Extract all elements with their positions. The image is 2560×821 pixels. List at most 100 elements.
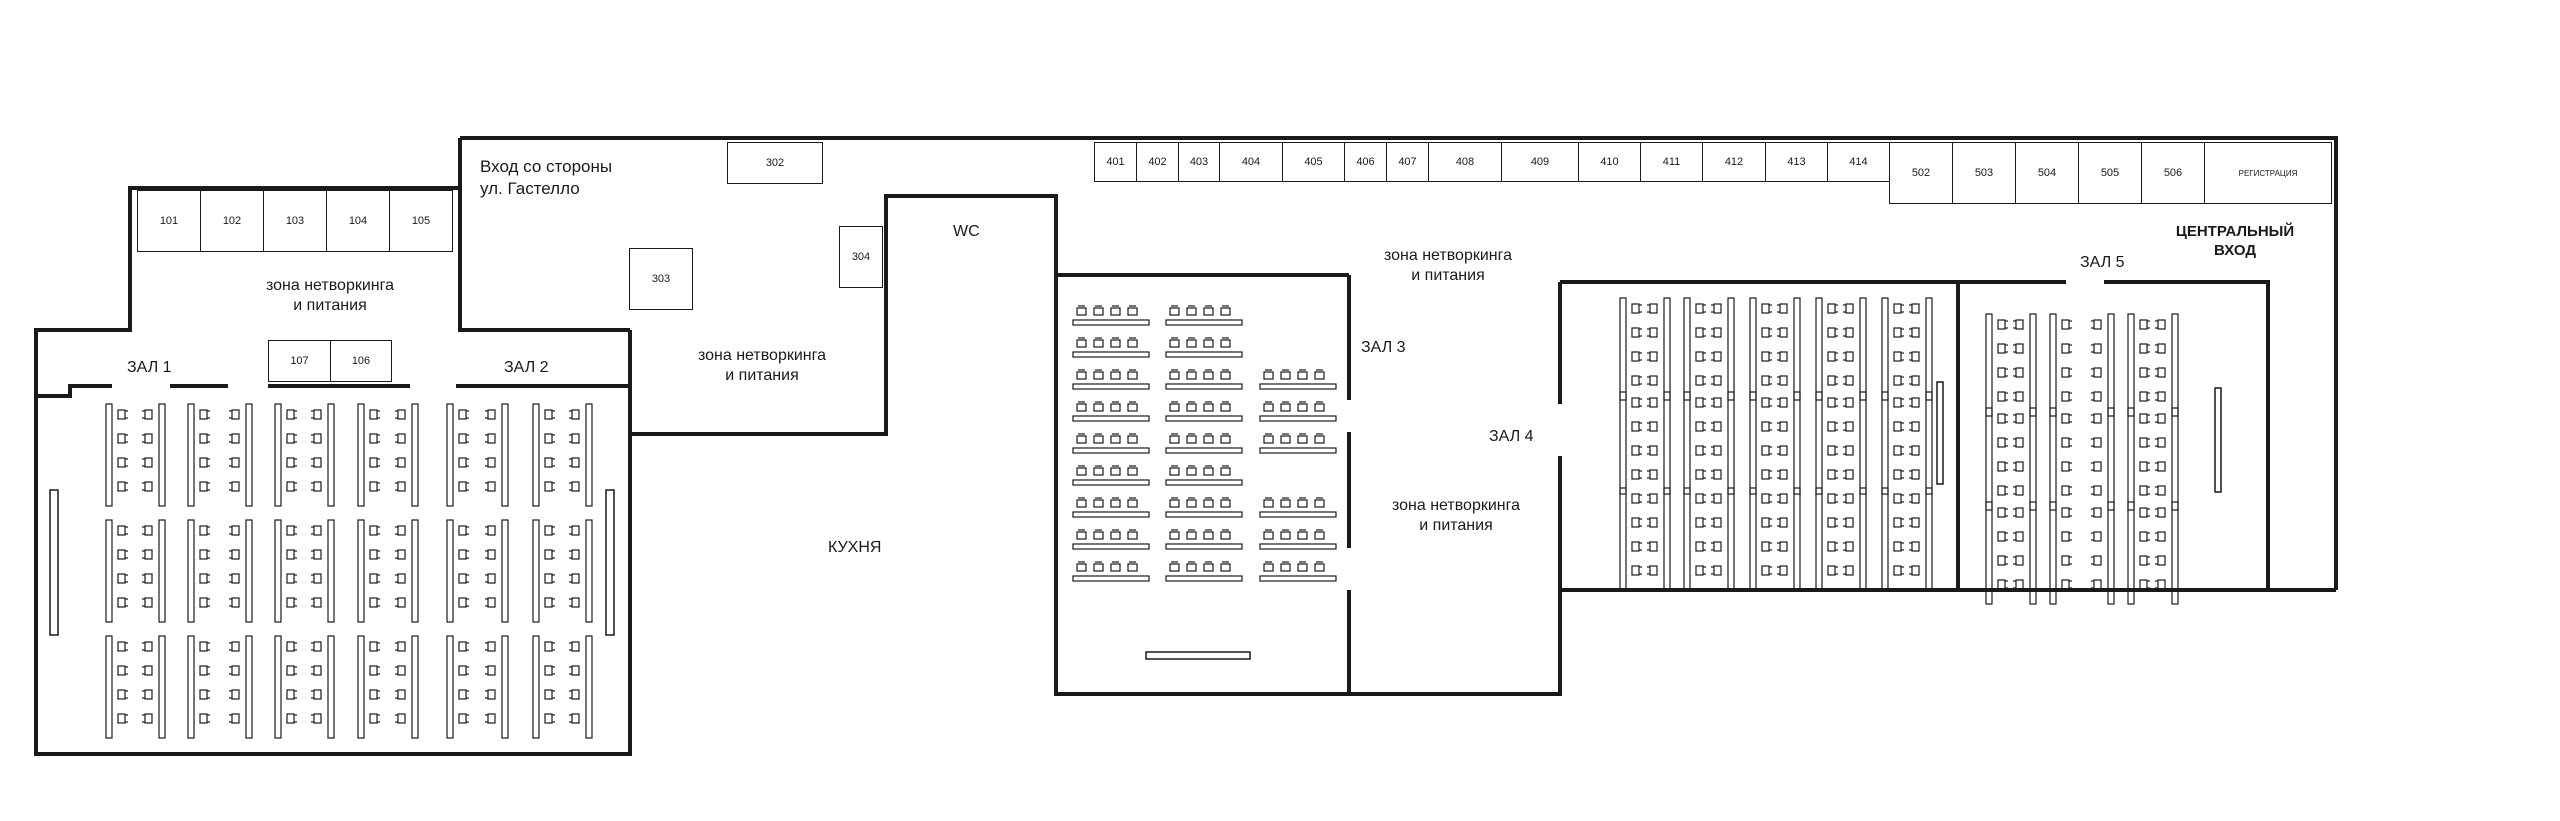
- desk: [1985, 407, 1993, 511]
- hall-5-label: ЗАЛ 5: [2080, 254, 2125, 271]
- chair: [1220, 499, 1231, 508]
- chair: [199, 525, 208, 536]
- chair: [571, 525, 580, 536]
- chair: [2093, 437, 2102, 448]
- chair: [369, 525, 378, 536]
- desk: [446, 403, 454, 507]
- chair: [2139, 391, 2148, 402]
- chair: [1827, 517, 1836, 528]
- chair: [1110, 531, 1121, 540]
- chair: [231, 597, 240, 608]
- booth-304[interactable]: 304: [839, 226, 883, 288]
- booth-404[interactable]: 404: [1219, 142, 1283, 182]
- chair: [1169, 371, 1180, 380]
- chair: [1297, 403, 1308, 412]
- booth-302[interactable]: 302: [727, 142, 823, 184]
- chair: [144, 409, 153, 420]
- booth-505[interactable]: 505: [2078, 142, 2142, 204]
- chair: [231, 573, 240, 584]
- chair: [1203, 371, 1214, 380]
- booth-107[interactable]: 107: [268, 340, 331, 382]
- booth-104[interactable]: 104: [326, 190, 390, 252]
- booth-408[interactable]: 408: [1428, 142, 1502, 182]
- chair: [1649, 421, 1658, 432]
- chair: [2015, 391, 2024, 402]
- booth-414[interactable]: 414: [1827, 142, 1890, 182]
- chair: [2157, 367, 2166, 378]
- networking-zone-4-line1: зона нетворкинга: [1391, 497, 1521, 514]
- desk: [1881, 487, 1889, 591]
- chair: [1845, 493, 1854, 504]
- booth-405[interactable]: 405: [1282, 142, 1345, 182]
- desk: [105, 635, 113, 739]
- chair: [1297, 371, 1308, 380]
- chair: [2157, 507, 2166, 518]
- booth-303[interactable]: 303: [629, 248, 693, 310]
- chair: [1911, 421, 1920, 432]
- chair: [231, 433, 240, 444]
- booth-503[interactable]: 503: [1952, 142, 2016, 204]
- chair: [1314, 403, 1325, 412]
- chair: [1845, 375, 1854, 386]
- booth-506[interactable]: 506: [2141, 142, 2205, 204]
- desk: [1663, 391, 1671, 495]
- chair: [2015, 485, 2024, 496]
- desk: [2107, 407, 2115, 511]
- booth-103[interactable]: 103: [263, 190, 327, 252]
- booth-413[interactable]: 413: [1765, 142, 1828, 182]
- chair: [117, 665, 126, 676]
- chair: [199, 457, 208, 468]
- chair: [544, 481, 553, 492]
- booth-106[interactable]: 106: [330, 340, 392, 382]
- booth-502[interactable]: 502: [1889, 142, 1953, 204]
- chair: [397, 525, 406, 536]
- booth-101[interactable]: 101: [137, 190, 201, 252]
- booth-105[interactable]: 105: [389, 190, 453, 252]
- chair: [1911, 469, 1920, 480]
- booth-504[interactable]: 504: [2015, 142, 2079, 204]
- booth-412[interactable]: 412: [1702, 142, 1766, 182]
- chair: [1827, 303, 1836, 314]
- chair: [313, 713, 322, 724]
- chair: [397, 597, 406, 608]
- booth-403[interactable]: 403: [1178, 142, 1220, 182]
- chair: [1695, 375, 1704, 386]
- chair: [2061, 413, 2070, 424]
- desk: [105, 519, 113, 623]
- chair: [1649, 517, 1658, 528]
- desk: [1749, 391, 1757, 495]
- chair: [117, 525, 126, 536]
- chair: [2061, 437, 2070, 448]
- chair: [458, 573, 467, 584]
- chair: [1076, 403, 1087, 412]
- booth-409[interactable]: 409: [1501, 142, 1579, 182]
- chair: [1761, 493, 1770, 504]
- chair: [1713, 445, 1722, 456]
- chair: [286, 597, 295, 608]
- chair: [1695, 445, 1704, 456]
- chair: [544, 573, 553, 584]
- chair: [458, 665, 467, 676]
- desk: [1165, 351, 1243, 358]
- chair: [1779, 493, 1788, 504]
- chair: [2015, 579, 2024, 590]
- chair: [1631, 445, 1640, 456]
- chair: [231, 549, 240, 560]
- registration-desk[interactable]: РЕГИСТРАЦИЯ: [2204, 142, 2332, 204]
- chair: [313, 457, 322, 468]
- booth-411[interactable]: 411: [1640, 142, 1703, 182]
- chair: [1631, 397, 1640, 408]
- booth-407[interactable]: 407: [1386, 142, 1429, 182]
- chair: [1997, 485, 2006, 496]
- booth-401[interactable]: 401: [1094, 142, 1137, 182]
- chair: [571, 713, 580, 724]
- booth-402[interactable]: 402: [1136, 142, 1179, 182]
- booth-410[interactable]: 410: [1578, 142, 1641, 182]
- booth-102[interactable]: 102: [200, 190, 264, 252]
- chair: [2139, 485, 2148, 496]
- chair: [286, 665, 295, 676]
- desk: [1259, 543, 1337, 550]
- chair: [313, 433, 322, 444]
- desk: [1985, 501, 1993, 605]
- booth-406[interactable]: 406: [1344, 142, 1387, 182]
